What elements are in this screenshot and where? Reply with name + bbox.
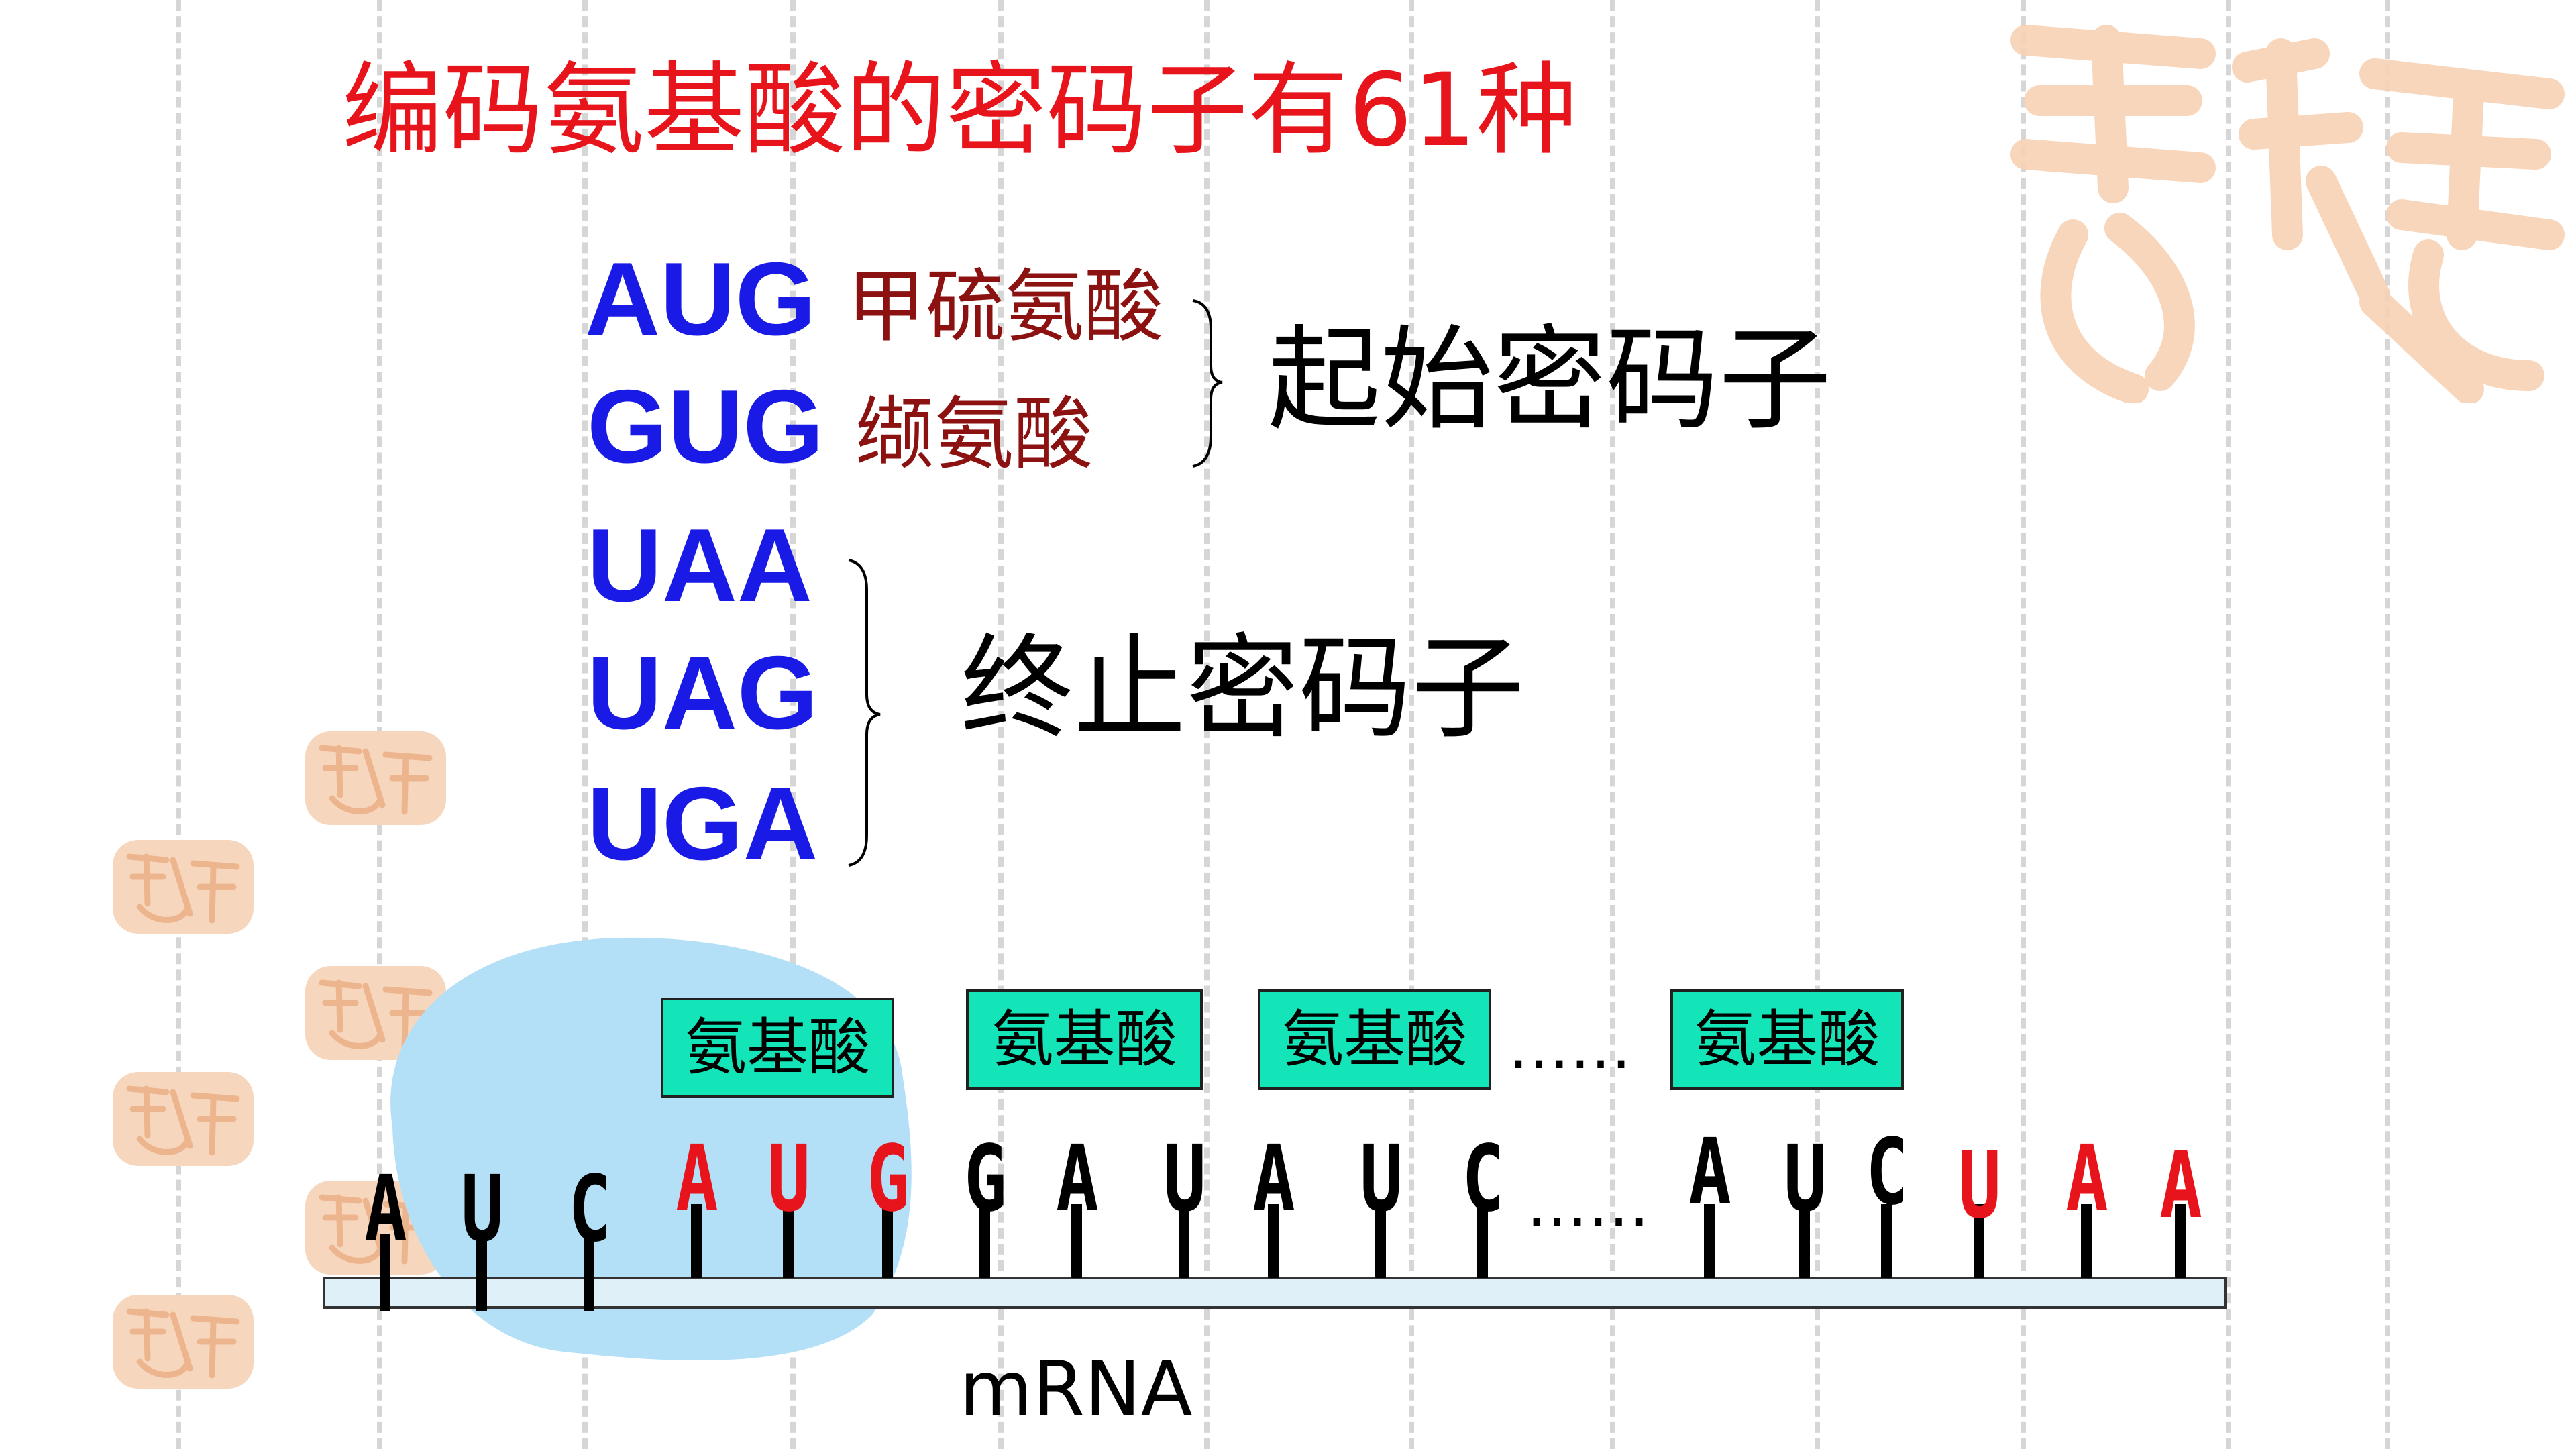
box-ellipsis: …… — [1508, 1011, 1631, 1083]
base-letter-7: G — [964, 1126, 1007, 1232]
watermark-seal-icon — [113, 1295, 254, 1389]
base-letter-14: U — [1784, 1126, 1827, 1232]
base-letter-15: C — [1866, 1120, 1909, 1226]
stop-codon-label: 终止密码子 — [961, 623, 1524, 754]
amino-acid-box: 氨基酸 — [661, 998, 894, 1098]
mrna-label: mRNA — [959, 1346, 1193, 1433]
base-letter-8: A — [1056, 1126, 1099, 1232]
guide-line — [1204, 0, 1210, 1449]
watermark-seal-icon — [113, 1072, 254, 1166]
guide-line — [2385, 0, 2390, 1449]
mrna-strand — [323, 1277, 2227, 1309]
base-letter-16: U — [1958, 1133, 2001, 1239]
guide-line — [790, 0, 796, 1449]
base-letter-5: U — [767, 1126, 810, 1232]
guide-line — [582, 0, 588, 1449]
guide-line — [377, 0, 382, 1449]
amino-acid-methionine: 甲硫氨酸 — [847, 260, 1164, 353]
amino-acid-valine: 缬氨酸 — [855, 388, 1093, 480]
base-letter-4: A — [676, 1126, 718, 1232]
watermark-seal-icon — [113, 840, 254, 934]
base-letter-10: A — [1252, 1126, 1295, 1232]
guide-line — [1610, 0, 1615, 1449]
base-ellipsis: …… — [1526, 1169, 1650, 1240]
amino-acid-box: 氨基酸 — [1258, 989, 1491, 1090]
guide-line — [1409, 0, 1414, 1449]
guide-line — [998, 0, 1004, 1449]
base-letter-17: A — [2065, 1126, 2108, 1232]
base-letter-18: A — [2159, 1133, 2202, 1239]
base-letter-1: A — [364, 1157, 407, 1263]
amino-acid-box: 氨基酸 — [1670, 989, 1904, 1090]
watermark-seal-icon — [305, 731, 446, 825]
base-letter-3: C — [568, 1157, 611, 1263]
start-codon-gug: GUG — [587, 368, 824, 484]
stop-codon-brace — [848, 559, 881, 867]
stop-codon-uaa: UAA — [587, 507, 812, 623]
slide-title: 编码氨基酸的密码子有61种 — [342, 52, 1577, 169]
stop-codon-uag: UAG — [587, 635, 818, 751]
stop-codon-uga: UGA — [587, 765, 818, 881]
base-letter-13: A — [1688, 1120, 1731, 1226]
base-letter-9: U — [1163, 1126, 1206, 1232]
watermark-seal-icon — [1999, 13, 2569, 402]
guide-line — [1815, 0, 1820, 1449]
base-stems — [380, 1204, 2186, 1311]
base-letter-2: U — [461, 1157, 504, 1263]
start-codon-aug: AUG — [585, 241, 816, 357]
start-codon-label: 起始密码子 — [1268, 314, 1831, 445]
guide-line — [2226, 0, 2231, 1449]
guide-line — [2021, 0, 2026, 1449]
base-letter-6: G — [867, 1126, 910, 1232]
base-letter-11: U — [1360, 1126, 1403, 1232]
guide-line — [176, 0, 181, 1449]
start-codon-brace — [1192, 299, 1223, 468]
base-letter-12: C — [1462, 1126, 1505, 1232]
amino-acid-box: 氨基酸 — [966, 989, 1203, 1090]
